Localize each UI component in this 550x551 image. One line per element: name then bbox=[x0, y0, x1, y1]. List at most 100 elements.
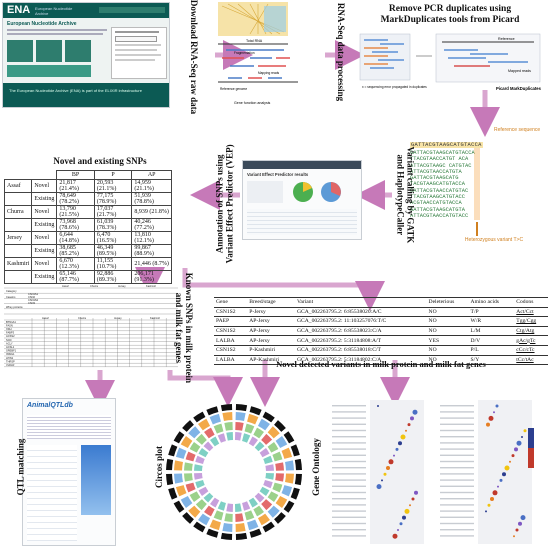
go-term-dot bbox=[410, 416, 414, 421]
go-term-label bbox=[332, 485, 366, 487]
circos-track-middle bbox=[185, 451, 196, 462]
circos-track-outer bbox=[174, 473, 183, 484]
snp-cell-type: Existing bbox=[31, 270, 58, 284]
rna-processing-diagram: Total RNA Fragmentation Mapping reads Re… bbox=[198, 2, 318, 110]
go-term-label bbox=[332, 498, 366, 500]
go-term-label bbox=[332, 467, 366, 469]
variant-cell-gene: CSN1S2 bbox=[214, 306, 248, 318]
go-term-label bbox=[332, 473, 366, 475]
go-term-label bbox=[332, 529, 366, 531]
dedup-reference-label: Reference bbox=[498, 37, 515, 41]
step-dedup-title-line2: MarkDuplicates tools from Picard bbox=[380, 14, 520, 25]
snp-cell-bp: 73,968 (78.6%) bbox=[56, 218, 95, 232]
go-term-label bbox=[332, 522, 366, 525]
go-term-label bbox=[332, 510, 366, 512]
variant-cell-breed: P-Jersy bbox=[247, 306, 295, 318]
go-plot bbox=[320, 398, 548, 546]
circos-track-inner bbox=[242, 501, 251, 511]
arrow-known-circos bbox=[167, 370, 243, 407]
go-term-label bbox=[332, 417, 366, 419]
circos-track-inner bbox=[242, 433, 251, 443]
go-term-dot bbox=[486, 422, 490, 427]
read: TACGTAAGCATGTACCA bbox=[410, 181, 465, 188]
novel-variants-title: Novel detected variants in milk protein … bbox=[276, 359, 486, 369]
ena-footer: The European Nucleotide Archive (ENA) is… bbox=[3, 83, 169, 107]
circos-track-outer bbox=[198, 513, 211, 526]
read: ATTACGTAAGC CATGTAC bbox=[410, 162, 472, 169]
go-term-dot bbox=[488, 415, 494, 421]
variant-cell-codon: Act/Cct bbox=[514, 306, 548, 318]
circos-track-middle bbox=[213, 423, 224, 434]
go-term-label bbox=[440, 516, 474, 518]
known-fat-gene: BTN1A1 bbox=[6, 320, 16, 324]
variant-column-highlight bbox=[474, 148, 480, 220]
chromosome-ideogram bbox=[274, 512, 286, 524]
go-term-dot bbox=[490, 497, 494, 501]
circos-track-middle bbox=[189, 491, 201, 502]
ena-logo[interactable]: ENA bbox=[7, 4, 31, 16]
snp-cell-type: Novel bbox=[31, 257, 58, 271]
reference-sequence-label: Reference sequence bbox=[494, 127, 541, 133]
go-term-label bbox=[332, 491, 366, 494]
vep-summary-table bbox=[247, 181, 283, 203]
snp-cell-breed: Assaf bbox=[3, 179, 33, 193]
ena-search-tile[interactable] bbox=[36, 40, 62, 62]
circos-track-inner bbox=[263, 455, 273, 464]
circos-track-middle bbox=[267, 442, 279, 453]
known-gene: CSN3 bbox=[28, 301, 35, 305]
qtl-species-list[interactable] bbox=[27, 445, 77, 541]
chromosome-ideogram bbox=[249, 406, 262, 416]
variant-cell-breed: AP-Jersy bbox=[247, 316, 295, 327]
step-dedup-title-line1: Remove PCR duplicates using bbox=[388, 4, 512, 14]
total-rna-label: Total RNA bbox=[246, 39, 263, 43]
go-term-dot bbox=[499, 478, 503, 482]
snp-cell-ap: 40,246 (77.2%) bbox=[131, 218, 172, 232]
go-term-label bbox=[440, 417, 474, 419]
vep-results-table bbox=[247, 209, 357, 235]
qtl-logo[interactable]: AnimalQTLdb bbox=[27, 402, 73, 409]
circos-track-outer bbox=[209, 519, 221, 531]
go-term-label bbox=[332, 535, 366, 537]
chromosome-ideogram bbox=[173, 431, 185, 444]
go-term-label bbox=[440, 448, 474, 450]
ena-search-input[interactable] bbox=[115, 36, 157, 42]
go-term-label bbox=[440, 405, 474, 407]
circos-track-inner bbox=[203, 492, 214, 503]
snp-cell-breed: Churra bbox=[3, 205, 33, 219]
circos-track-outer bbox=[281, 447, 293, 459]
known-fat-gene: ACLY bbox=[6, 341, 13, 345]
circos-track-outer bbox=[180, 495, 193, 508]
ena-submit-tile[interactable] bbox=[7, 40, 33, 62]
step-processing-label: RNA-Seq data processing bbox=[336, 2, 347, 102]
go-term-label bbox=[440, 473, 474, 475]
rna-processing-svg: Total RNA Fragmentation Mapping reads Re… bbox=[218, 2, 298, 105]
step-circos-label: Circos plot bbox=[154, 445, 165, 489]
chromosome-ideogram bbox=[182, 512, 194, 524]
chromosome-ideogram bbox=[235, 532, 248, 540]
go-term-dot bbox=[377, 405, 379, 407]
ena-nav-tabs[interactable] bbox=[99, 7, 165, 13]
known-breed-header-lower: Jersey bbox=[114, 316, 122, 320]
read: ATTACGTAACCATGTACC bbox=[410, 212, 469, 219]
variant-cell-variant: GCA_002263795.2: 5:31184808:A/T bbox=[294, 335, 427, 346]
read: GATTACGTAAGCATGTACCA bbox=[410, 150, 475, 156]
col-header-bp: BP bbox=[56, 170, 95, 180]
circos-track-outer bbox=[267, 505, 280, 518]
circos-track-outer bbox=[175, 447, 187, 459]
go-term-dot bbox=[397, 529, 399, 531]
go-term-dot bbox=[495, 404, 499, 408]
arrow-snps-novel bbox=[182, 268, 385, 311]
step-known-line1: Known SNPs in milk protein bbox=[184, 272, 195, 384]
novel-variants-table: Gene Breed/stage Variant Deleterious Ami… bbox=[214, 297, 548, 366]
ena-browse-tile[interactable] bbox=[65, 40, 91, 62]
go-term-dot bbox=[493, 411, 495, 414]
go-term-label bbox=[332, 460, 366, 463]
variant-cell-aa: D/V bbox=[468, 335, 515, 346]
variant-cell-del: NO bbox=[426, 354, 469, 366]
snp-cell-p: 92,886 (89.3%) bbox=[93, 270, 133, 284]
